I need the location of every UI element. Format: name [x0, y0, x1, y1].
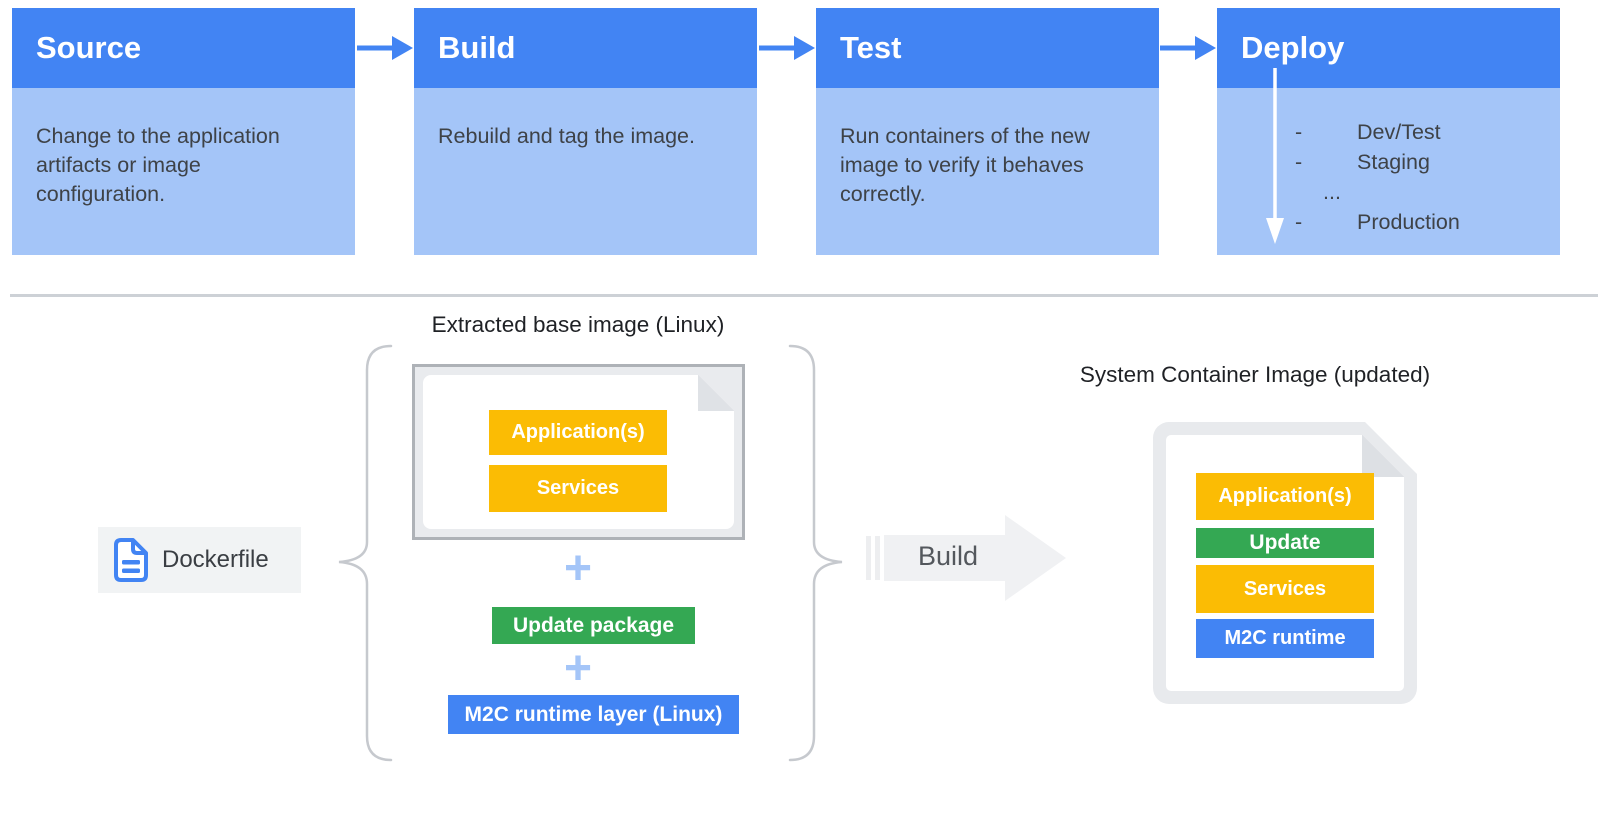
- dockerfile-chip: Dockerfile: [98, 527, 301, 593]
- build-arrow-label: Build: [917, 541, 979, 571]
- deploy-environment-list: - Dev/Test - Staging ... - Production: [1217, 118, 1560, 238]
- list-dash: -: [1295, 150, 1303, 175]
- m2c-runtime-layer: M2C runtime layer (Linux): [448, 695, 739, 734]
- left-brace: [338, 344, 393, 762]
- stage-deploy: Deploy - Dev/Test - Staging ...: [1217, 8, 1560, 255]
- stage-build-description: Rebuild and tag the image.: [414, 88, 757, 255]
- result-layer-m2c-runtime: M2C runtime: [1196, 619, 1374, 658]
- stage-source: Source Change to the application artifac…: [12, 8, 355, 255]
- deploy-item-label: ...: [1323, 180, 1341, 205]
- page-fold-corner-icon: [698, 375, 734, 411]
- deploy-item-ellipsis: ...: [1217, 178, 1560, 208]
- list-dash: -: [1295, 120, 1303, 145]
- result-layer-update: Update: [1196, 528, 1374, 558]
- right-brace: [788, 344, 843, 762]
- stage-build: Build Rebuild and tag the image.: [414, 8, 757, 255]
- deploy-progression-arrow-icon: [1266, 68, 1284, 244]
- deploy-item-dev-test: - Dev/Test: [1217, 118, 1560, 148]
- system-container-image-title: System Container Image (updated): [1079, 362, 1431, 387]
- arrow-source-to-build: [357, 36, 413, 60]
- arrow-test-to-deploy: [1160, 36, 1216, 60]
- plus-icon: +: [563, 542, 593, 595]
- stage-source-description: Change to the application artifacts or i…: [12, 88, 355, 255]
- stage-test: Test Run containers of the new image to …: [816, 8, 1159, 255]
- stage-build-title: Build: [414, 8, 757, 88]
- build-arrow-icon: [866, 515, 1066, 601]
- system-container-image-doc: Application(s) Update Services M2C runti…: [1153, 422, 1417, 704]
- dockerfile-label: Dockerfile: [162, 546, 269, 573]
- base-layer-services: Services: [489, 465, 667, 512]
- extracted-base-image-title: Extracted base image (Linux): [431, 312, 725, 337]
- deploy-item-staging: - Staging: [1217, 148, 1560, 178]
- base-layer-applications: Application(s): [489, 410, 667, 455]
- result-layer-applications: Application(s): [1196, 473, 1374, 520]
- stage-test-description: Run containers of the new image to verif…: [816, 88, 1159, 255]
- deploy-item-label: Production: [1357, 210, 1460, 235]
- deploy-item-production: - Production: [1217, 208, 1560, 238]
- result-layer-services: Services: [1196, 565, 1374, 613]
- deploy-item-label: Dev/Test: [1357, 120, 1441, 145]
- dockerfile-document-icon: [114, 538, 148, 582]
- update-package-layer: Update package: [492, 607, 695, 644]
- stage-deploy-body: - Dev/Test - Staging ... - Production: [1217, 68, 1560, 255]
- page-fold-corner-icon: [1362, 435, 1404, 477]
- section-divider: [10, 294, 1598, 297]
- plus-icon: +: [563, 642, 593, 695]
- arrow-build-to-test: [759, 36, 815, 60]
- extracted-base-image-box: Application(s) Services: [412, 364, 745, 540]
- stage-source-title: Source: [12, 8, 355, 88]
- list-dash: -: [1295, 210, 1303, 235]
- deploy-item-label: Staging: [1357, 150, 1430, 175]
- stage-test-title: Test: [816, 8, 1159, 88]
